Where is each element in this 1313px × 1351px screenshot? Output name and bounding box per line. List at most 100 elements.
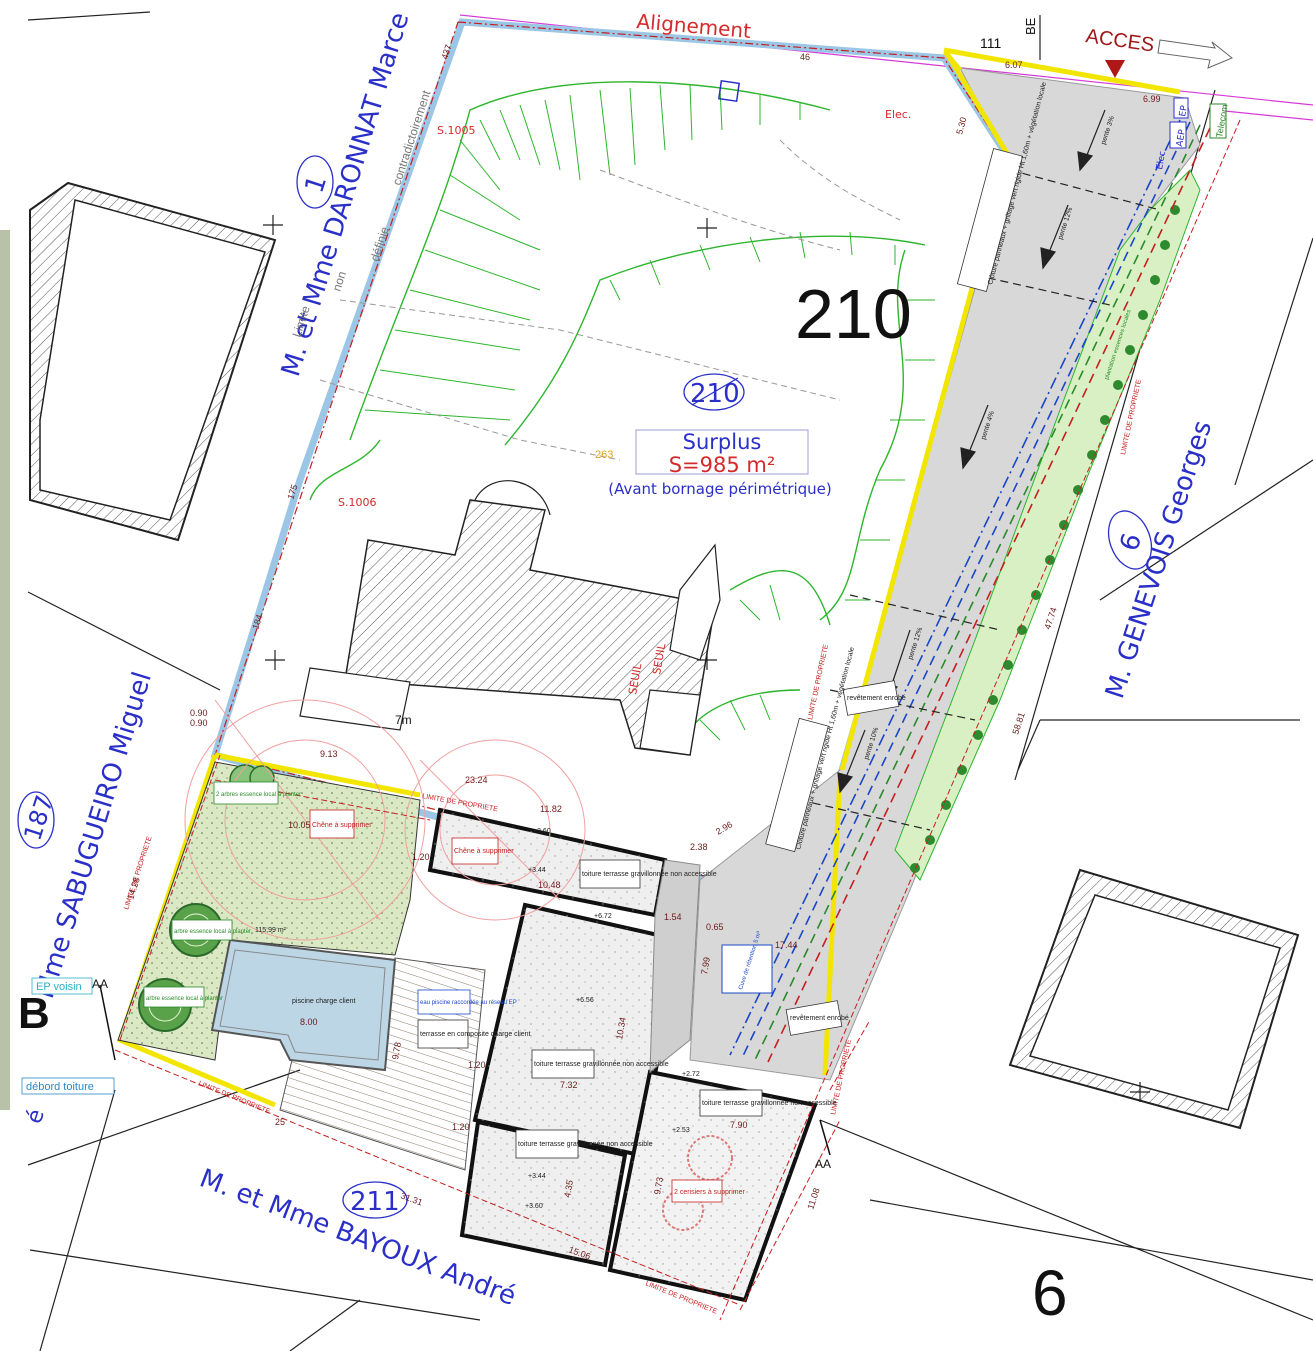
boundary-definie: définie	[368, 225, 392, 263]
dim-46: 46	[800, 52, 810, 62]
pool-inner	[219, 949, 386, 1061]
left-edge-letter2: é	[22, 1106, 50, 1127]
annotation-cerisiers: 2 cerisiers à supprimer	[671, 1179, 745, 1203]
dim-435: 4.35	[562, 1179, 575, 1198]
dim-120a: 1.20	[412, 852, 430, 862]
dim-699: 6.99	[1143, 94, 1161, 104]
annotation-chene-2-text: Chêne à supprimer	[454, 848, 514, 855]
annotation-toit-2: toiture terrasse gravillonnée non access…	[531, 1049, 669, 1079]
dim-3131: 31.31	[399, 1190, 424, 1207]
hedge-shrubs	[910, 205, 1180, 873]
tag-aep: AEP	[1175, 128, 1188, 147]
marker-seuil-a: SEUIL	[626, 662, 644, 696]
limit-label-2: LIMITE DE PROPRIETE	[807, 644, 830, 721]
dim-437: 437	[439, 43, 453, 60]
dim-065: 0.65	[706, 922, 724, 932]
dim-1034: 10.34	[614, 1016, 628, 1040]
annotation-area-jardin: 115,99 m²	[255, 927, 287, 934]
parcel-number-main: 210	[795, 275, 912, 353]
annotation-revetement-1-text: revêtement enrobé	[847, 695, 906, 702]
tree-canopies-remove	[184, 699, 586, 941]
annotation-toit-3-text: toiture terrasse gravillonnée non access…	[702, 1100, 837, 1107]
circled-parcel-187: 187	[17, 791, 59, 849]
circled-parcel-6-label: 6	[1115, 530, 1149, 555]
annotation-ep-voisin-text: EP voisin	[36, 981, 82, 993]
annotation-cerisiers-text: 2 cerisiers à supprimer	[674, 1189, 745, 1196]
dim-799: 7.99	[699, 956, 712, 975]
dim-913: 9.13	[320, 749, 338, 759]
annotation-ep-voisin: EP voisin	[31, 977, 93, 995]
parcel-number-east: 6	[1032, 1257, 1068, 1329]
left-edge-strip	[0, 230, 10, 1110]
dim-1744: 17.44	[775, 940, 798, 950]
limit-label-3: LIMITE DE PROPRIETE	[422, 793, 499, 813]
marker-s1005: S.1005	[437, 124, 475, 137]
level-272: +2.72	[682, 1071, 700, 1078]
marker-stair: 7m	[395, 713, 412, 727]
dim-175: 175	[285, 483, 299, 500]
annotation-toit-1: toiture terrasse gravillonnée non access…	[579, 859, 717, 889]
annotation-piscine: piscine charge client	[292, 998, 355, 1005]
annotation-revetement-2: revêtement enrobé	[785, 1000, 849, 1036]
dim-296: 2.96	[714, 819, 734, 836]
level-360a: +3.60	[533, 828, 551, 835]
circled-parcel-187-label: 187	[18, 792, 59, 844]
road-number: 111	[980, 35, 1001, 51]
annotation-toit-3: toiture terrasse gravillonnée non access…	[699, 1089, 837, 1117]
level-344b: +3.44	[528, 1173, 546, 1180]
marker-aa-right: AA	[815, 1157, 831, 1171]
annotation-terrasse: terrasse en composite charge client	[417, 1019, 531, 1049]
dim-790: 7.90	[730, 1120, 748, 1130]
level-672: +6.72	[594, 913, 612, 920]
tag-ep: EP	[1178, 104, 1190, 117]
circled-parcel-210: 210	[683, 373, 745, 411]
level-labels: +3.60 +3.44 +6.72 +6.56 +2.72 +2.53 +3.4…	[525, 828, 700, 1210]
annotation-revetement-2-text: revêtement enrobé	[790, 1015, 849, 1022]
dim-1005: 10.05	[288, 820, 311, 830]
annotation-terrasse-text: terrasse en composite charge client	[420, 1031, 531, 1038]
marker-alt-263: 263	[595, 449, 613, 461]
annotation-arbre-1-text: arbre essence local à planter	[174, 929, 251, 935]
level-253: +2.53	[672, 1127, 690, 1134]
parking-lines	[799, 169, 1161, 831]
utility-box-icon	[717, 79, 741, 103]
neighbor-house-nw	[29, 181, 277, 542]
dim-090b: 0.90	[190, 718, 208, 728]
dim-607: 6.07	[1005, 60, 1023, 70]
dim-2324: 23.24	[465, 775, 488, 785]
dim-120c: 1.20	[452, 1122, 470, 1132]
access-label: ACCES	[1084, 25, 1155, 56]
annotation-chene-1: Chêne à supprimer	[309, 809, 372, 839]
existing-house	[299, 480, 721, 756]
utility-tags: EP AEP Telecom Elec	[1155, 97, 1230, 171]
owner-west: Mme SABUGUEIRO Miguel	[30, 669, 158, 1003]
utility-lines	[729, 119, 1211, 1063]
hedge-strip	[894, 169, 1201, 881]
access-arrow-icon	[1105, 39, 1233, 78]
annotation-debord-text: débord toiture	[26, 1081, 94, 1093]
marker-elec: Elec.	[885, 108, 911, 121]
annotation-revetement-1: revêtement enrobé	[842, 680, 906, 716]
marker-s1006: S.1006	[338, 496, 376, 509]
surplus-title: Surplus	[683, 430, 762, 454]
level-656: +6.56	[576, 997, 594, 1004]
dim-5881: 58.81	[1010, 711, 1026, 736]
circled-parcel-1-label: 1	[300, 172, 334, 197]
dim-090a: 0.90	[190, 708, 208, 718]
circled-parcel-211: 211	[342, 1181, 408, 1219]
dim-238: 2.38	[690, 842, 708, 852]
surplus-area: S=985 m²	[669, 453, 776, 477]
dim-120b: 1.20	[468, 1060, 486, 1070]
annotation-toit-2-text: toiture terrasse gravillonnée non access…	[534, 1061, 669, 1068]
dim-1428: 14.28	[125, 876, 141, 901]
annotation-toit-1-text: toiture terrasse gravillonnée non access…	[582, 871, 717, 878]
circled-parcel-210-label: 210	[690, 379, 740, 409]
dim-1182: 11.82	[540, 804, 562, 814]
annotation-chene-1-text: Chêne à supprimer	[312, 822, 372, 829]
dim-25: 25	[275, 1117, 285, 1127]
annotation-arbres-2-text: 2 arbres essence local à planter	[216, 792, 301, 798]
level-344a: +3.44	[528, 867, 546, 874]
annotation-arbres-2: 2 arbres essence local à planter	[213, 781, 301, 805]
green-slopes	[309, 81, 926, 746]
